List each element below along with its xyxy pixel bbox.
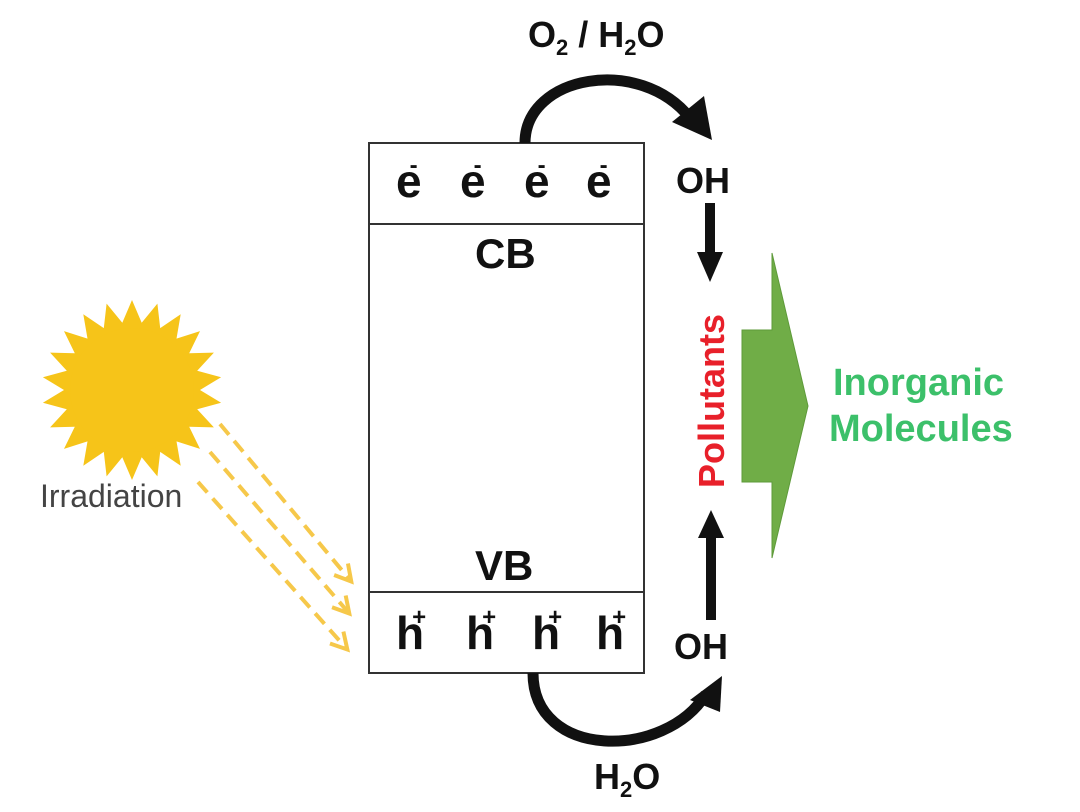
product-label-line1: Inorganic (833, 362, 1005, 404)
electron-3: e- (524, 151, 550, 207)
down-arrow-shaft (705, 203, 715, 255)
irradiation-beams (196, 422, 350, 648)
down-arrow-head (697, 252, 723, 282)
oh-top-label: OH (676, 160, 730, 201)
irradiation-label: Irradiation (40, 478, 183, 514)
up-arrow-shaft (706, 536, 716, 620)
hole-3: h+ (532, 603, 563, 659)
bottom-arrow-head (690, 676, 722, 712)
bottom-curved-arrow (527, 672, 711, 747)
up-arrow-head (698, 510, 724, 538)
top-arrow-head (672, 96, 712, 140)
top-curved-arrow (519, 74, 695, 144)
oh-bottom-label: OH (674, 626, 728, 667)
sun-icon (42, 300, 222, 480)
bottom-reactant-label: H2O (594, 756, 661, 803)
big-green-arrow (741, 252, 809, 559)
semiconductor-box (368, 142, 645, 674)
product-label-line2: Molecules (829, 408, 1013, 450)
top-reactant-label: O2 / H2O (528, 14, 665, 61)
electron-2: e- (460, 151, 486, 207)
cb-label: CB (475, 230, 536, 277)
vb-label: VB (475, 542, 534, 589)
pollutants-label: Pollutants (691, 313, 732, 489)
hole-1: h+ (396, 603, 427, 659)
sun-core (70, 328, 194, 452)
electron-4: e- (586, 151, 612, 207)
hole-4: h+ (596, 603, 627, 659)
electron-1: e- (396, 151, 422, 207)
hole-2: h+ (466, 603, 497, 659)
